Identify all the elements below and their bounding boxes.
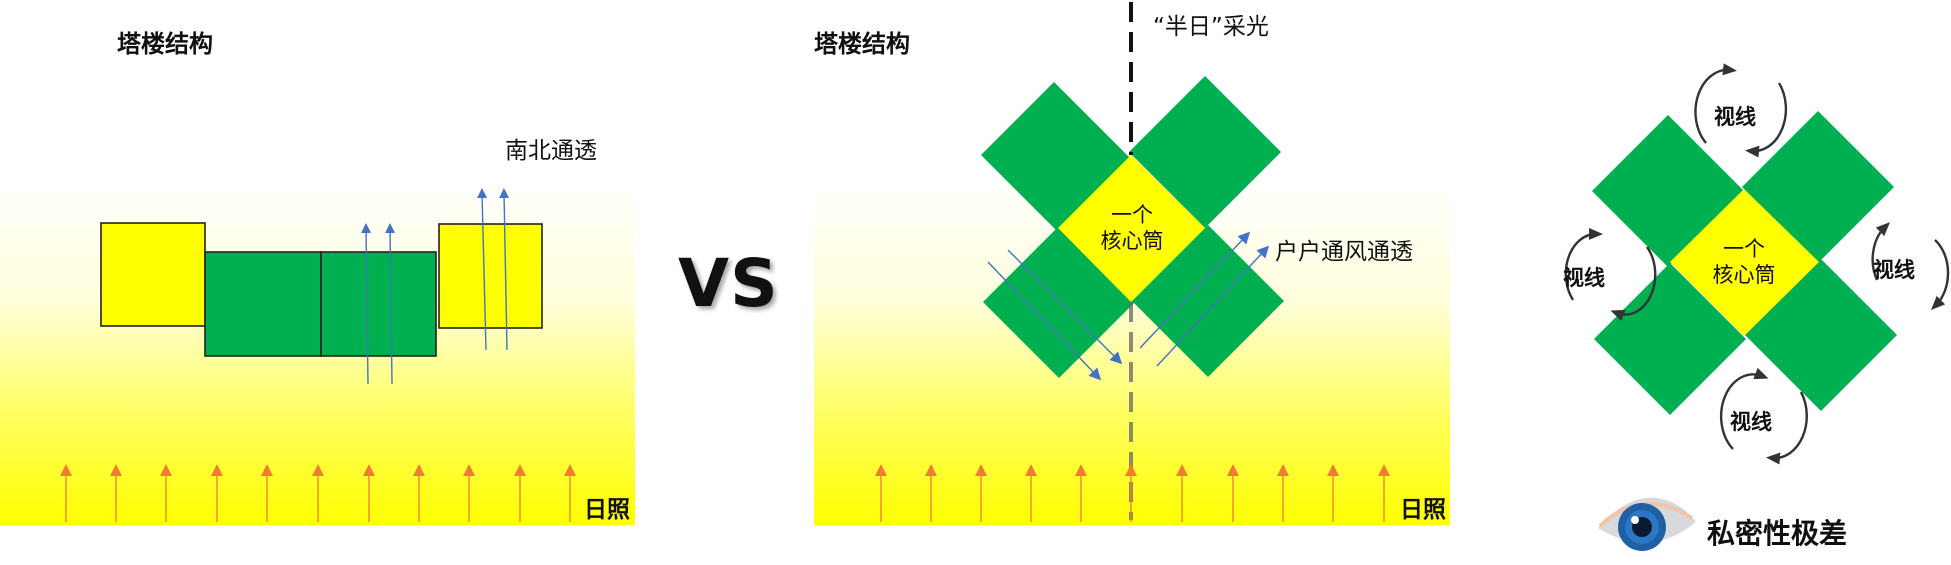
middle-vent-arrow [1156, 245, 1270, 367]
left-yellow-unit-1 [100, 222, 206, 327]
middle-vent-arrow [987, 261, 1102, 381]
privacy-label: 私密性极差 [1707, 517, 1848, 550]
curved-arrow-icon [1719, 367, 1808, 465]
curved-arrow-icon [1694, 63, 1788, 158]
middle-sun-arrows [875, 464, 1390, 522]
left-tower-diagram [60, 188, 576, 522]
middle-title: 塔楼结构 [814, 30, 910, 58]
left-green-unit-1 [204, 251, 322, 357]
right-core-label: 一个 核心筒 [1708, 236, 1780, 288]
middle-vent-arrow [1007, 249, 1123, 365]
left-vent-arrow [385, 223, 396, 385]
middle-vent-arrow [1139, 231, 1251, 349]
right-green-wing-sw [1594, 263, 1746, 415]
middle-ventilation-label: 户户通风通透 [1275, 239, 1413, 265]
left-sun-arrows [60, 464, 576, 522]
left-yellow-unit-2 [438, 223, 543, 329]
left-title: 塔楼结构 [117, 30, 213, 58]
right-tower-diagram [1564, 63, 1950, 551]
view-label-right: 视线 [1873, 258, 1915, 282]
middle-core-line1: 一个 [1111, 203, 1153, 227]
left-vent-arrow [477, 188, 488, 351]
vs-text: VS [678, 245, 779, 322]
view-label-left: 视线 [1563, 266, 1605, 290]
middle-core-label: 一个 核心筒 [1096, 202, 1168, 254]
curved-arrow-icon [1871, 222, 1950, 310]
middle-sun-label: 日照 [1400, 497, 1446, 523]
right-yellow-core [1670, 189, 1819, 336]
half-day-light-label: “半日”采光 [1153, 14, 1269, 40]
middle-yellow-core [1058, 155, 1205, 302]
left-sun-label: 日照 [584, 497, 630, 523]
left-green-unit-2 [320, 251, 437, 357]
eye-icon [1598, 497, 1696, 551]
curved-arrow-icon [1564, 227, 1657, 322]
middle-tower-diagram [875, 2, 1390, 522]
middle-core-line2: 核心筒 [1100, 229, 1164, 253]
middle-green-wing-ne [1129, 76, 1281, 228]
right-core-line1: 一个 [1723, 237, 1765, 261]
left-vent-arrow [499, 188, 510, 351]
left-ventilation-label: 南北通透 [505, 138, 597, 164]
left-vent-arrow [361, 223, 372, 385]
right-core-line2: 核心筒 [1712, 263, 1776, 287]
view-label-top: 视线 [1714, 105, 1756, 129]
view-label-bottom: 视线 [1730, 410, 1772, 434]
